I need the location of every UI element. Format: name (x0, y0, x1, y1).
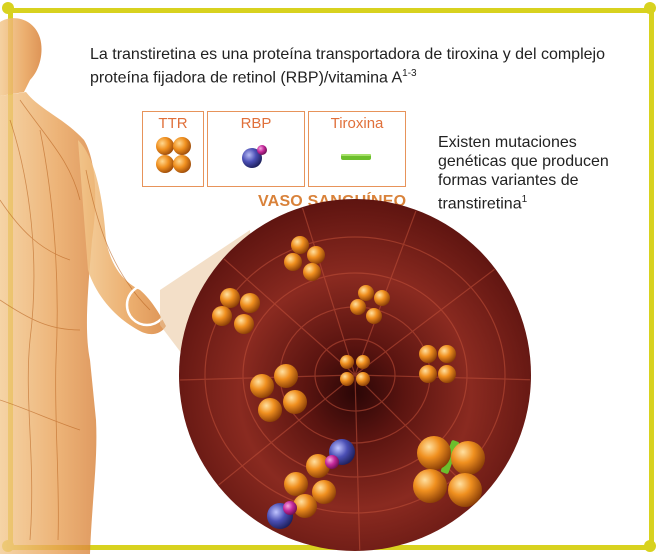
intro-text: La transtiretina es una proteína transpo… (90, 46, 605, 87)
ttr-cluster (284, 236, 325, 281)
legend-label-rbp: RBP (240, 115, 272, 132)
legend-box-tiroxina: Tiroxina (308, 111, 406, 187)
frame-corner-dot (2, 2, 14, 14)
legend-label-ttr: TTR (158, 115, 188, 132)
legend-box-rbp: RBP (207, 111, 305, 187)
legend-box-ttr: TTR (142, 111, 204, 187)
thyroxine-icon (341, 154, 371, 160)
frame-corner-dot (644, 2, 656, 14)
frame-corner-dot (644, 540, 656, 552)
legend-label-tiroxina: Tiroxina (330, 115, 384, 132)
ttr-tetramer-icon (156, 137, 191, 173)
rbp-complex-icon (242, 145, 267, 168)
side-note-text: Existen mutaciones genéticas que produce… (438, 134, 609, 213)
